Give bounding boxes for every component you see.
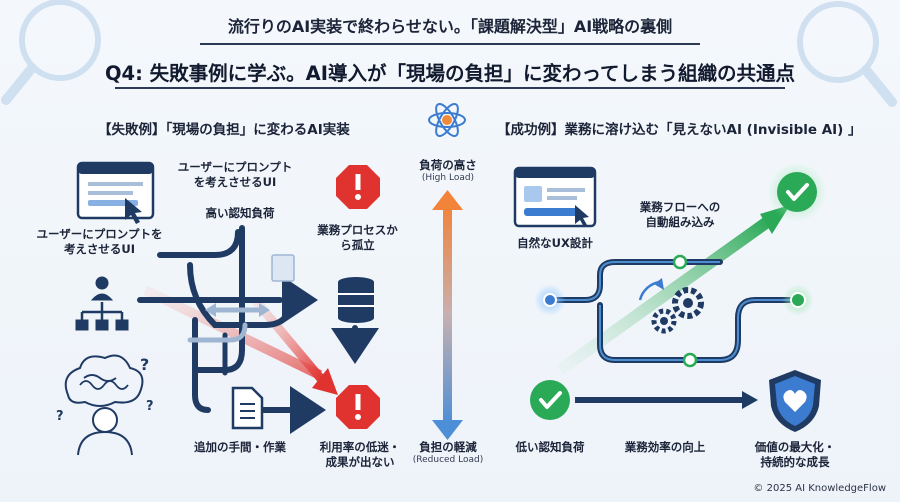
natural-ux-window-icon — [513, 166, 597, 228]
warning-octagon-icon-bottom — [336, 385, 380, 429]
question-underline — [115, 87, 785, 89]
database-icon — [338, 277, 374, 323]
success-section-title: 【成功例】業務に溶け込む「見えないAI (Invisible AI) 」 — [497, 122, 862, 138]
svg-text:?: ? — [56, 409, 64, 424]
label-high-cognitive-load: 高い認知負荷 — [205, 206, 275, 220]
org-chart-icon — [75, 276, 129, 331]
magnifier-icon-right — [797, 1, 897, 107]
label-extra-work: 追加の手間・作業 — [194, 440, 286, 454]
copyright-text: © 2025 AI KnowledgeFlow — [753, 483, 886, 494]
label-prompt-ui-left: ユーザーにプロンプトを 考えさせるUI — [36, 227, 163, 256]
label-prompt-ui-top: ユーザーにプロンプト を考えさせるUI — [177, 160, 293, 189]
failure-flow-light — [187, 307, 268, 343]
title-underline — [200, 43, 700, 45]
workflow-path-highlight — [550, 261, 790, 361]
label-workflow-integration: 業務フローへの 自動組み込み — [639, 200, 721, 229]
svg-text:?: ? — [146, 399, 154, 414]
failure-section-title: 【失敗例】「現場の負担」に変わるAI実装 — [98, 122, 350, 138]
svg-text:?: ? — [140, 355, 149, 374]
question-title: Q4: 失敗事例に学ぶ。AI導入が「現場の負担」に変わってしまう組織の共通点 — [104, 62, 796, 85]
label-isolated-from-process: 業務プロセスか ら孤立 — [317, 223, 398, 252]
gears-icon — [638, 278, 704, 334]
label-reduced-load: 負担の軽減 (Reduced Load) — [412, 440, 484, 465]
shield-heart-icon — [769, 370, 821, 432]
magnifier-icon-left — [1, 0, 101, 105]
workflow-node-bottom — [682, 352, 698, 368]
label-low-cognitive-load: 低い認知負荷 — [515, 440, 585, 454]
warning-octagon-icon-top — [336, 165, 380, 209]
success-check-icon-top — [767, 162, 827, 222]
success-check-icon-bottom — [530, 380, 570, 420]
label-high-load: 負荷の高さ (High Load) — [419, 158, 477, 183]
document-icon — [231, 386, 264, 430]
start-node — [543, 293, 557, 307]
label-natural-ux: 自然なUX設計 — [517, 236, 593, 250]
efficiency-arrow — [575, 391, 758, 409]
page-title: 流行りのAI実装で終わらせない。「課題解決型」AI戦略の裏側 — [227, 17, 673, 36]
label-value-maximization: 価値の最大化・ 持続的な成長 — [754, 440, 836, 469]
end-node — [790, 292, 806, 308]
small-document-icon — [271, 254, 295, 282]
label-efficiency-up: 業務効率の向上 — [624, 440, 706, 454]
label-low-usage: 利用率の低迷・ 成果が出ない — [319, 440, 401, 469]
confused-person-icon: ? ? ? — [56, 354, 154, 456]
atom-icon — [428, 103, 466, 137]
prompt-ui-window-icon — [76, 161, 155, 224]
workflow-node-top — [672, 254, 688, 270]
load-scale-arrow — [432, 190, 463, 440]
